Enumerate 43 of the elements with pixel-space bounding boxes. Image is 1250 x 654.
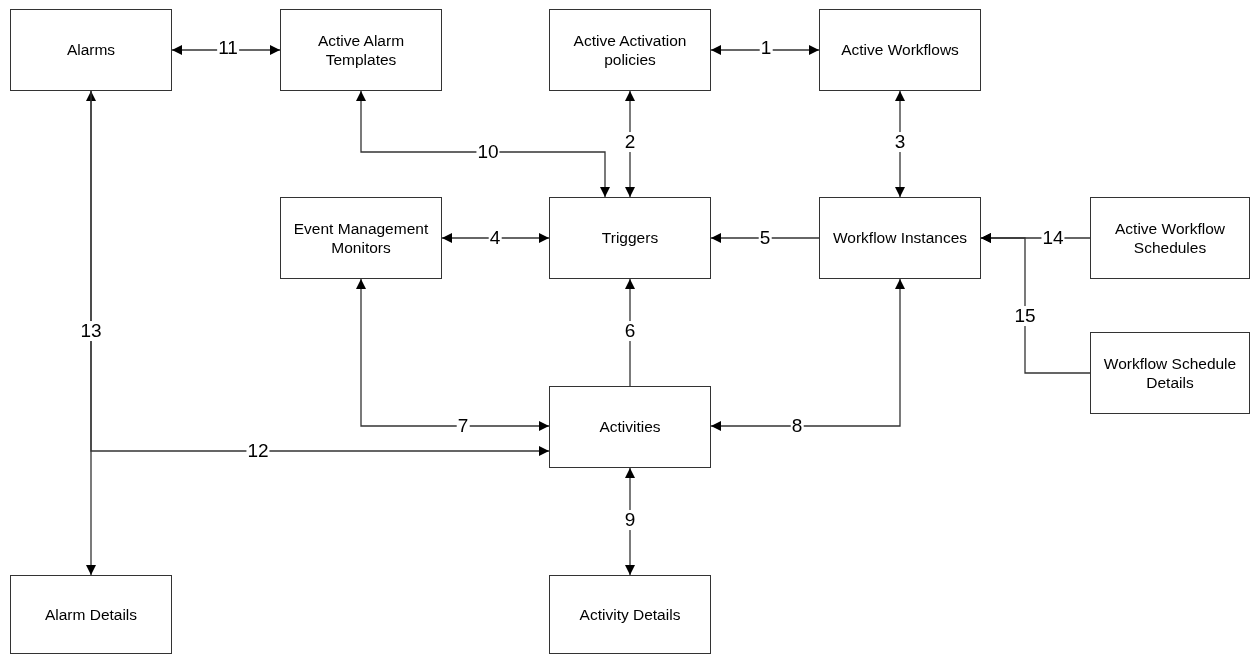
edge-label: 13 (79, 321, 103, 341)
edge-label: 9 (623, 510, 637, 530)
edge-label: 2 (623, 132, 637, 152)
arrow (625, 90, 635, 198)
arrow (710, 233, 820, 243)
process-box (10, 575, 172, 654)
arrow (625, 467, 635, 576)
box-label: Active Workflows (841, 40, 959, 60)
edge-label: 6 (623, 321, 637, 341)
box-label: Active Activation policies (572, 30, 688, 70)
arrow (710, 278, 905, 431)
arrow (356, 90, 610, 198)
process-box (549, 9, 711, 91)
arrow (895, 90, 905, 198)
arrow (980, 233, 1091, 374)
process-box (819, 197, 981, 279)
box-label: Activities (599, 417, 661, 437)
process-box (280, 197, 442, 279)
process-box (1090, 332, 1250, 414)
process-box (10, 9, 172, 91)
process-box (280, 9, 442, 91)
box-label: Alarm Details (44, 604, 138, 625)
box-label: Active Alarm Templates (316, 30, 406, 70)
process-box (549, 197, 711, 279)
box-label: Workflow Schedule Details (1102, 353, 1238, 393)
box-label: Activity Details (579, 604, 681, 625)
arrow (625, 278, 635, 387)
box-label: Event Management Monitors (292, 218, 430, 258)
process-box (1090, 197, 1250, 279)
arrow (441, 233, 550, 243)
arrow (356, 278, 550, 431)
box-label: Active Workflow Schedules (1114, 218, 1226, 258)
edge-label: 15 (1013, 306, 1037, 326)
box-label: Alarms (66, 40, 116, 60)
arrow (171, 45, 281, 55)
box-label: Workflow Instances (832, 228, 968, 248)
process-box (819, 9, 981, 91)
box-label: Triggers (601, 228, 659, 248)
arrow (710, 45, 820, 55)
edge-label: 3 (893, 132, 907, 152)
arrow (90, 90, 550, 456)
process-box (549, 386, 711, 468)
process-box (549, 575, 711, 654)
